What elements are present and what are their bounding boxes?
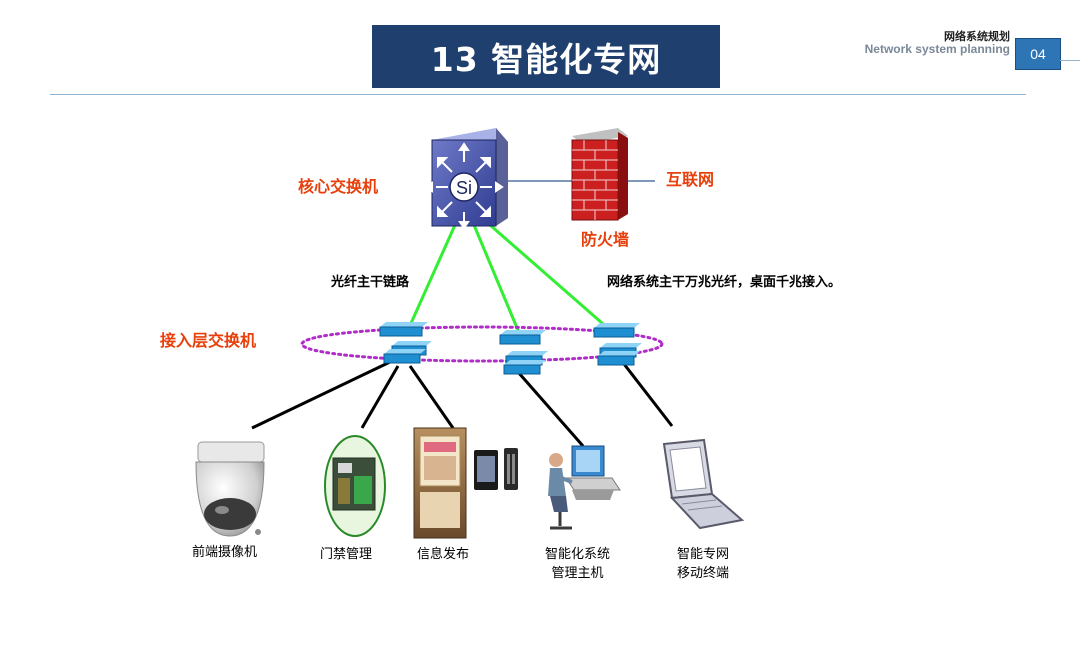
firewall-label: 防火墙 — [581, 230, 630, 249]
core-switch-si-text: Si — [456, 178, 472, 198]
access-switch-label: 接入层交换机 — [160, 331, 257, 350]
fiber-link-2 — [472, 224, 522, 336]
backbone-description: 网络系统主干万兆光纤，桌面千兆接入。 — [607, 275, 842, 290]
management-host-label-line1: 智能化系统 — [545, 547, 611, 562]
fiber-link-3 — [489, 223, 611, 332]
fiber-link-1 — [406, 224, 457, 331]
header-divider — [50, 94, 1026, 95]
access-ring — [300, 325, 664, 363]
downlink-camera — [251, 360, 391, 430]
management-host-label-line2: 管理主机 — [551, 566, 604, 581]
management-host-label: 智能化系统 管理主机 — [545, 545, 610, 583]
header-cn-title: 网络系统规划 — [944, 30, 1010, 43]
camera-label: 前端摄像机 — [192, 545, 258, 560]
downlink-mgmt-host — [516, 371, 585, 447]
access-switch-3 — [593, 323, 642, 366]
internet-label: 互联网 — [666, 170, 715, 189]
mobile-terminal-label-line2: 移动终端 — [677, 566, 730, 581]
mobile-terminal-label-line1: 智能专网 — [677, 547, 730, 562]
info-display-icon — [413, 427, 518, 539]
fiber-backbone-label: 光纤主干链路 — [331, 275, 410, 290]
access-switch-1 — [379, 322, 432, 364]
access-control-icon — [324, 435, 386, 537]
access-switch-2 — [499, 330, 548, 375]
downlink-access-control — [360, 365, 400, 429]
mobile-terminal-icon — [662, 438, 745, 530]
page-title: 13 智能化专网 — [372, 25, 720, 88]
header-en-title: Network system planning — [864, 42, 1010, 56]
page-number-badge: 04 — [1015, 38, 1061, 70]
firewall-icon — [571, 128, 628, 221]
page-number-rule — [1060, 60, 1080, 61]
core-switch-label: 核心交换机 — [298, 177, 379, 196]
core-switch-icon: Si — [424, 128, 508, 230]
mobile-terminal-label: 智能专网 移动终端 — [677, 545, 729, 583]
management-host-icon — [548, 445, 621, 530]
downlink-info-display — [408, 365, 455, 429]
access-control-label: 门禁管理 — [320, 547, 373, 562]
info-display-label: 信息发布 — [417, 547, 470, 562]
downlink-mobile-terminal — [622, 363, 674, 427]
camera-icon — [195, 441, 265, 537]
